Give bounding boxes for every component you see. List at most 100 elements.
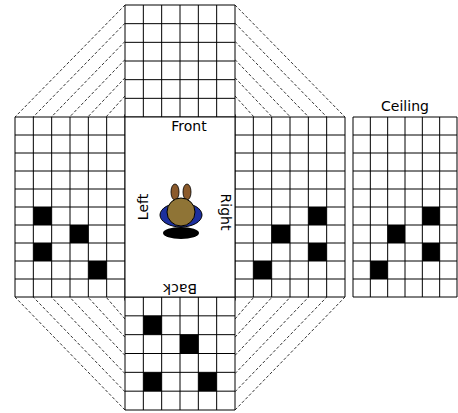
grid-line xyxy=(15,117,125,118)
floor-face xyxy=(125,117,235,297)
black-cell xyxy=(370,261,387,279)
fold-line xyxy=(235,78,272,117)
fold-line xyxy=(106,297,125,319)
grid-line xyxy=(353,261,457,262)
grid-lines xyxy=(125,5,235,117)
grid-line xyxy=(235,279,345,280)
face-ground xyxy=(125,297,235,410)
face-label: Front xyxy=(171,119,206,133)
fold-line xyxy=(51,297,125,374)
grid-line xyxy=(15,207,125,208)
grid-line xyxy=(15,261,125,262)
black-cell xyxy=(388,225,405,243)
fold-line xyxy=(235,297,345,410)
fold-line xyxy=(70,60,125,117)
grid-line xyxy=(353,189,457,190)
black-cell xyxy=(88,261,106,279)
face-grid xyxy=(353,117,457,297)
grid-line xyxy=(125,5,235,6)
grid-line xyxy=(125,23,235,24)
fold-line xyxy=(235,60,290,117)
grid-line xyxy=(235,153,345,154)
shadow xyxy=(163,227,199,239)
grid-line xyxy=(15,189,125,190)
grid-line xyxy=(125,79,235,80)
grid-line xyxy=(125,372,235,373)
grid-line xyxy=(235,225,345,226)
grid-line xyxy=(353,171,457,172)
grid-line xyxy=(235,189,345,190)
grid-line xyxy=(15,297,125,298)
face-label: Back xyxy=(163,282,197,296)
black-cell xyxy=(70,225,88,243)
grid-line xyxy=(353,153,457,154)
grid-line xyxy=(235,297,345,298)
black-cell xyxy=(422,207,439,225)
face-ground xyxy=(125,5,235,117)
grid-line xyxy=(15,171,125,172)
black-cell xyxy=(308,207,326,225)
hair xyxy=(183,184,191,200)
grid-line xyxy=(15,135,125,136)
black-cell xyxy=(143,316,161,335)
fold-line xyxy=(235,23,327,117)
fold-lines xyxy=(15,5,345,410)
grid-line xyxy=(15,153,125,154)
grid-line xyxy=(125,410,235,411)
fold-line xyxy=(15,297,125,410)
grid-line xyxy=(353,207,457,208)
fold-line xyxy=(33,297,125,392)
fold-line xyxy=(235,297,327,392)
black-cell xyxy=(422,243,439,261)
grid-line xyxy=(15,279,125,280)
grid-line xyxy=(235,135,345,136)
grid-line xyxy=(353,243,457,244)
face-ground xyxy=(353,117,457,297)
fold-line xyxy=(70,297,125,355)
grid-line xyxy=(353,225,457,226)
fold-line xyxy=(235,297,290,355)
face-grid xyxy=(125,5,235,117)
black-cell xyxy=(272,225,290,243)
person-figure xyxy=(160,184,202,239)
grid-line xyxy=(235,261,345,262)
grid-lines xyxy=(125,297,235,410)
fold-line xyxy=(15,5,125,117)
grid-line xyxy=(15,225,125,226)
face-label: Left xyxy=(136,194,150,220)
fold-line xyxy=(33,23,125,117)
head xyxy=(167,198,195,226)
grid-line xyxy=(235,117,345,118)
fold-line xyxy=(235,297,309,374)
grid-line xyxy=(125,391,235,392)
black-cell xyxy=(33,243,51,261)
grid-line xyxy=(125,334,235,335)
face-grid xyxy=(15,117,125,297)
black-cell xyxy=(308,243,326,261)
black-cell xyxy=(143,372,161,391)
fold-line xyxy=(235,297,254,319)
grid-line xyxy=(235,243,345,244)
face-label: Right xyxy=(219,194,233,231)
grid-line xyxy=(353,135,457,136)
grid-lines xyxy=(353,117,457,297)
fold-line xyxy=(235,297,272,337)
fold-line xyxy=(88,78,125,117)
grid-line xyxy=(125,315,235,316)
hair xyxy=(171,184,179,200)
face-ground xyxy=(15,117,125,297)
fold-line xyxy=(51,41,125,117)
grid-lines xyxy=(235,117,345,297)
fold-line xyxy=(88,297,125,337)
grid-line xyxy=(15,243,125,244)
fold-line xyxy=(235,96,254,117)
grid-lines xyxy=(15,117,125,297)
face-ground xyxy=(235,117,345,297)
grid-line xyxy=(125,61,235,62)
grid-line xyxy=(353,297,457,298)
fold-line xyxy=(106,96,125,117)
face-label: Ceiling xyxy=(381,99,429,113)
grid-line xyxy=(125,353,235,354)
grid-line xyxy=(125,98,235,99)
